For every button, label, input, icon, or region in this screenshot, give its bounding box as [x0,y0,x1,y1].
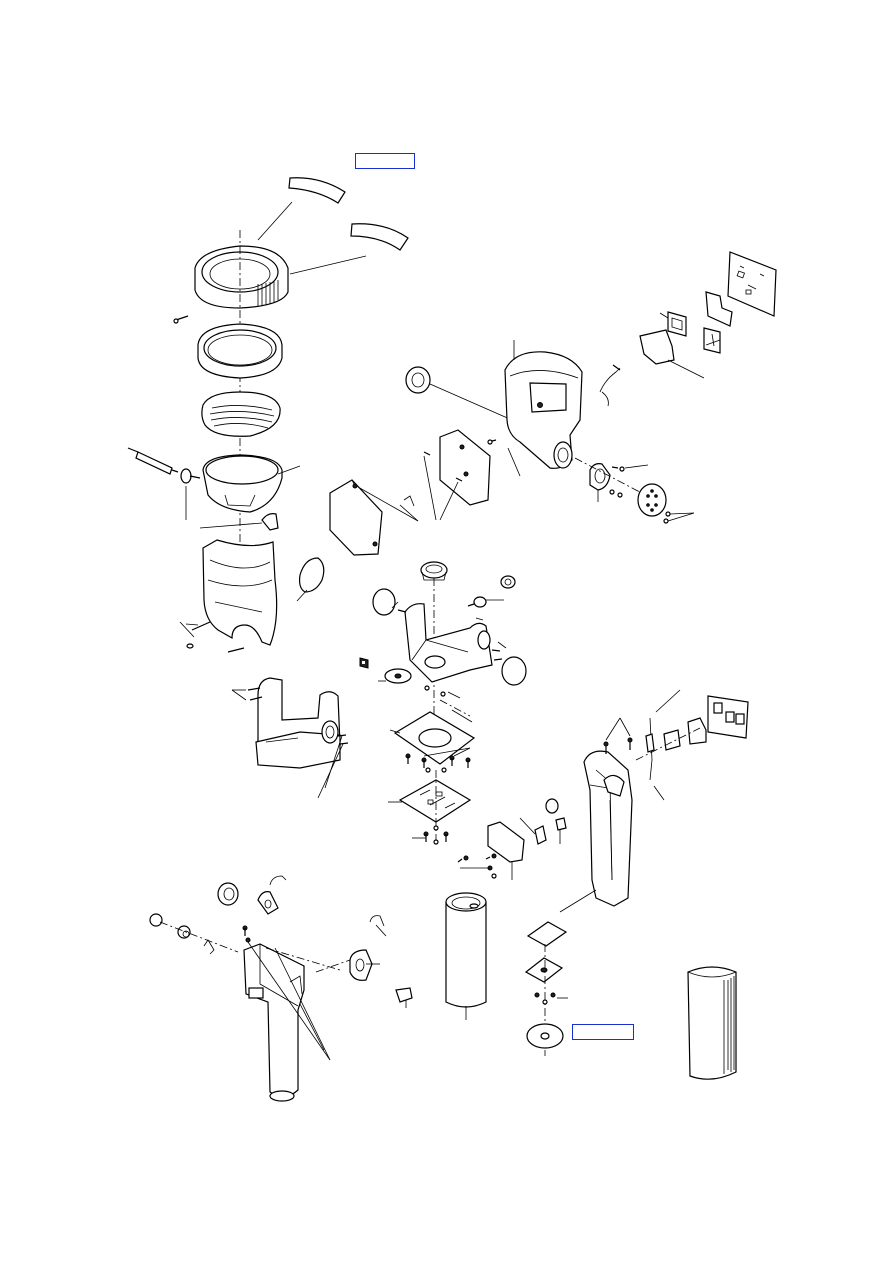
cover-plate-right [423,429,491,521]
reflector-housing [202,454,301,513]
head-housing [179,539,278,653]
magnet-disc [378,668,412,684]
window-strip-top [257,177,346,241]
grip-handle-left [243,943,341,1102]
hex-nut [500,575,516,589]
small-switch [519,817,567,845]
battery-sleeve [687,966,737,1080]
front-bezel [173,245,289,324]
cover-panel [635,695,749,761]
chassis-frame [397,603,507,683]
bracket-plate [659,311,687,337]
gasket-ring [197,323,283,379]
insulator-sheet [639,329,705,379]
dial-disc-left [372,588,399,616]
nut-and-washer-left [149,913,239,955]
circuit-board-large [727,251,777,317]
reference-box-bottom[interactable] [572,1024,634,1040]
lamp-tube [127,447,201,520]
gear-hub [589,463,649,502]
small-clip [359,657,369,669]
pin-bushing [467,596,504,608]
drive-disc [637,483,695,524]
mounting-plate-screws [405,747,471,773]
window-strip-second [289,223,409,275]
chassis-grommet [420,561,448,581]
cable-bundle [645,689,681,801]
dial-disc-right [501,656,527,686]
chassis-screws [424,685,461,699]
spring-clip-left [257,875,287,915]
button-cap [545,798,559,814]
knob-cap [405,366,513,421]
main-pcb [388,770,472,845]
handle-body-right [559,717,633,913]
grip-screws [242,925,331,1061]
lens-glass [201,391,281,437]
yoke-housing [487,340,583,477]
washer-disc [526,1023,564,1056]
reference-box-top[interactable] [355,153,415,169]
clip-bracket [296,557,325,602]
cover-plate-left [329,479,419,556]
sensor-board [457,821,525,880]
head-mount-base [231,677,349,799]
lamp-socket [199,513,279,531]
battery-contact-pad [524,921,568,1040]
battery-cylinder [445,892,487,1020]
circuit-board-small [703,291,733,354]
spring-wire [599,364,621,407]
thumbwheel-left [217,882,239,906]
knob-assembly [315,915,413,1008]
